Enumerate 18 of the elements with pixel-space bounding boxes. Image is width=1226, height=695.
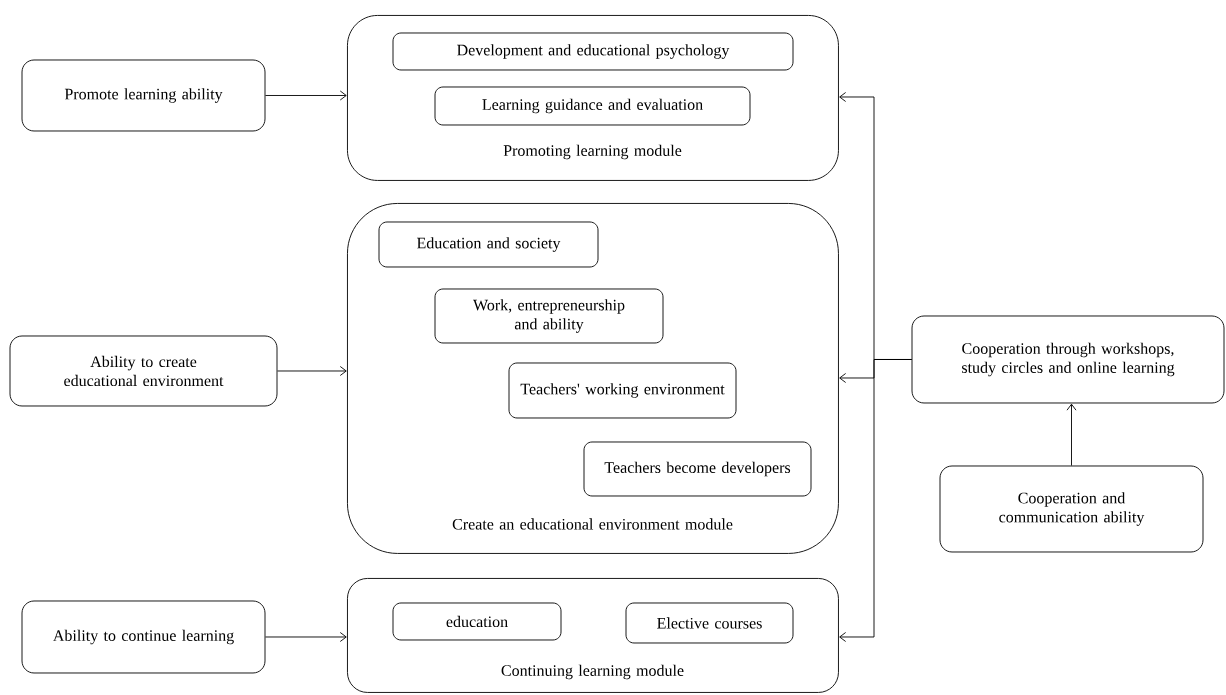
process-box: Ability to continue learning — [21, 600, 266, 674]
process-box: Ability to create educational environment — [9, 335, 278, 407]
process-box: Promote learning ability — [21, 59, 266, 132]
arrow — [265, 90, 347, 101]
arrow — [277, 366, 347, 376]
topic-box: Teachers become developers — [583, 441, 812, 497]
topic-box: Education and society — [378, 221, 599, 268]
process-box: Cooperation and communication ability — [939, 465, 1204, 553]
topic-box: Elective courses — [625, 602, 794, 644]
process-box: Cooperation through workshops, study circles and online learning — [911, 315, 1225, 404]
arrow — [265, 632, 347, 642]
topic-box: Learning guidance and evaluation — [434, 86, 751, 126]
topic-box: education — [392, 602, 562, 641]
topic-box: Teachers' working environment — [508, 362, 737, 419]
topic-box: Work, entrepreneurship and ability — [434, 288, 664, 344]
arrow — [839, 359, 912, 642]
arrow — [1066, 403, 1077, 466]
topic-box: Development and educational psychology — [392, 32, 794, 71]
